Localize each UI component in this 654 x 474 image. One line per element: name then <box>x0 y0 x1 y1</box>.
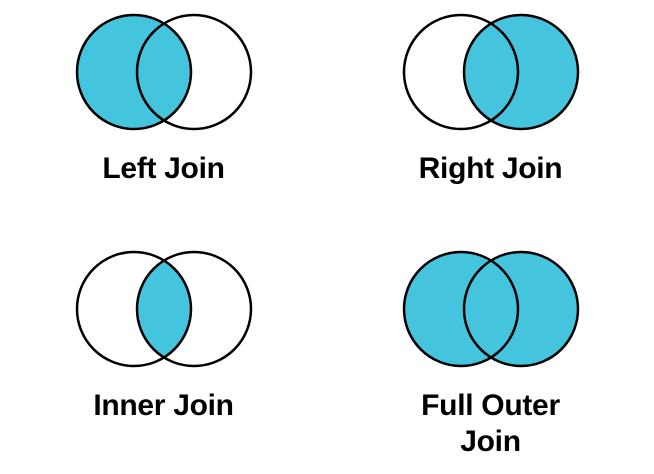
full-outer-join-right-circle-outline <box>462 250 579 368</box>
venn-cell-right-join: Right Join <box>327 0 654 237</box>
venn-cell-full-outer-join: Full Outer Join <box>327 237 654 474</box>
inner-join-caption: Inner Join <box>93 389 234 422</box>
right-join-diagram <box>402 13 579 131</box>
full-outer-join-caption: Full Outer Join <box>421 389 560 458</box>
full-outer-join-left-circle-outline <box>402 250 519 368</box>
inner-join-intersection-fill <box>136 252 191 366</box>
inner-join-diagram <box>75 250 252 368</box>
right-join-caption: Right Join <box>418 152 563 185</box>
left-join-intersection-fill <box>136 15 191 129</box>
inner-join-left-circle-outline <box>75 250 192 368</box>
venn-cell-inner-join: Inner Join <box>0 237 327 474</box>
left-join-diagram <box>75 13 252 131</box>
right-join-right-circle-outline <box>462 13 579 131</box>
full-outer-join-diagram <box>402 250 579 368</box>
full-outer-join-right-circle-fill <box>463 252 578 366</box>
left-join-caption: Left Join <box>102 152 225 185</box>
inner-join-right-circle-outline <box>135 250 252 368</box>
left-join-left-circle-outline <box>75 13 192 131</box>
right-join-left-circle-outline <box>402 13 519 131</box>
right-join-intersection-fill <box>463 15 518 129</box>
venn-cell-left-join: Left Join <box>0 0 327 237</box>
left-join-right-circle-outline <box>135 13 252 131</box>
